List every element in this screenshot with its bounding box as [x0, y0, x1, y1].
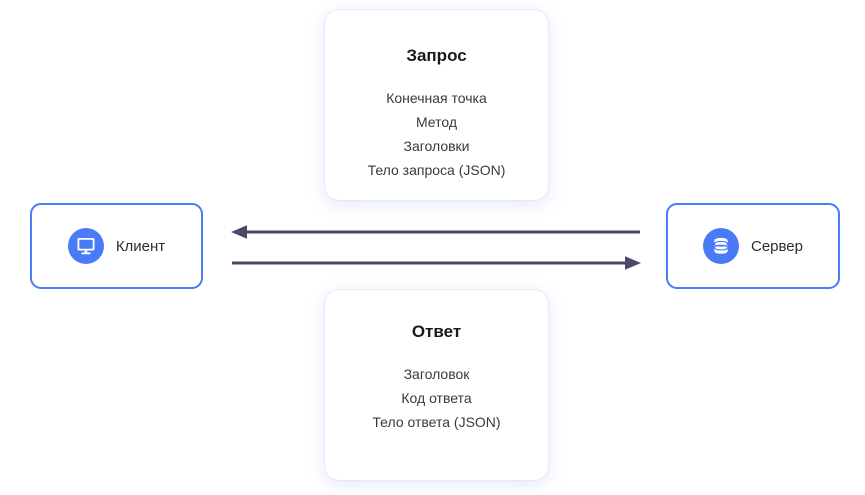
monitor-icon	[67, 228, 104, 264]
response-card-title: Ответ	[411, 322, 462, 341]
response-card: Ответ Заголовок Код ответа Тело ответа (…	[325, 290, 548, 480]
list-item: Тело ответа (JSON)	[372, 414, 501, 430]
response-card-list: Заголовок Код ответа Тело ответа (JSON)	[325, 362, 548, 434]
request-card-list: Конечная точка Метод Заголовки Тело запр…	[325, 86, 548, 182]
list-item: Тело запроса (JSON)	[367, 162, 506, 178]
server-node-label: Сервер	[750, 237, 803, 255]
list-item: Конечная точка	[386, 90, 487, 106]
response-arrow	[231, 225, 640, 239]
database-icon	[702, 228, 739, 264]
list-item: Метод	[415, 114, 458, 130]
request-arrow	[232, 256, 641, 270]
list-item: Заголовки	[403, 138, 470, 154]
request-card-title: Запрос	[406, 46, 467, 65]
request-card: Запрос Конечная точка Метод Заголовки Те…	[325, 10, 548, 200]
list-item: Код ответа	[401, 390, 472, 406]
client-node-label: Клиент	[115, 237, 166, 255]
client-node: Клиент	[30, 203, 203, 289]
list-item: Заголовок	[403, 366, 470, 382]
server-node: Сервер	[666, 203, 840, 289]
